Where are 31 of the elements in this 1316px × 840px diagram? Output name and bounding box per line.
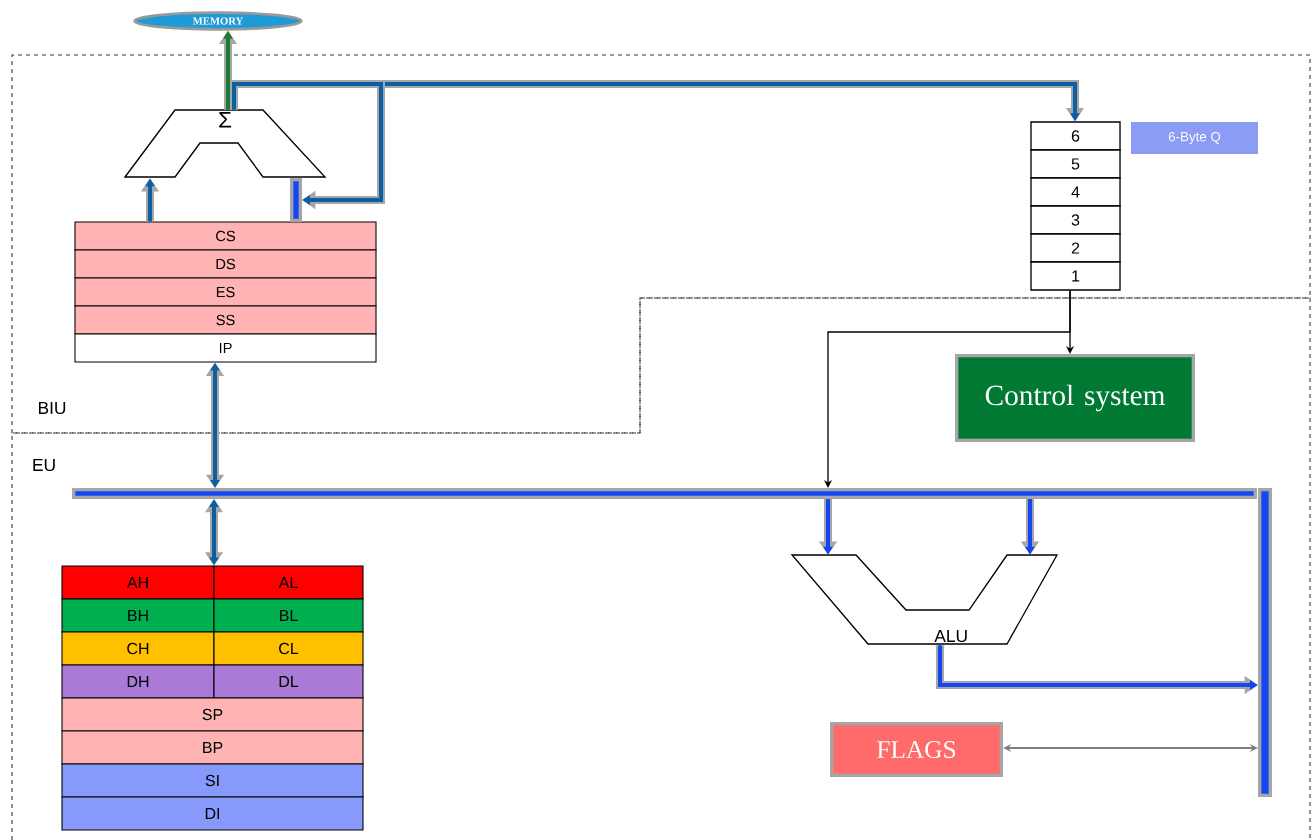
control-box: Control system — [955, 354, 1195, 442]
arrow — [1003, 743, 1258, 753]
queue-cell: 3 — [1030, 205, 1121, 235]
bus-bar — [290, 178, 302, 222]
register-cell: SI — [61, 763, 364, 798]
queue-label: 6-Byte Q — [1131, 122, 1258, 154]
register-cell: CS — [74, 221, 377, 251]
register-cell: SS — [74, 305, 377, 335]
queue-cell: 1 — [1030, 261, 1121, 291]
bus-arrow — [230, 80, 385, 210]
register-cell: AH — [61, 565, 215, 600]
register-cell: AL — [213, 565, 364, 600]
queue-cell: 2 — [1030, 233, 1121, 263]
queue-cell: 5 — [1030, 149, 1121, 179]
register-cell: IP — [74, 333, 377, 363]
register-cell: CH — [61, 631, 215, 666]
queue-cell: 6 — [1030, 121, 1121, 151]
register-cell: DL — [213, 664, 364, 699]
register-cell: BH — [61, 598, 215, 633]
region-label: EU — [33, 458, 55, 472]
register-cell: DS — [74, 249, 377, 279]
register-cell: DI — [61, 796, 364, 831]
register-cell: ES — [74, 277, 377, 307]
register-cell: CL — [213, 631, 364, 666]
register-cell: BP — [61, 730, 364, 765]
queue-cell: 4 — [1030, 177, 1121, 207]
register-cell: DH — [61, 664, 215, 699]
register-cell: BL — [213, 598, 364, 633]
flags-box: FLAGS — [830, 722, 1003, 777]
register-cell: SP — [61, 697, 364, 732]
region-label: BIU — [39, 401, 66, 415]
